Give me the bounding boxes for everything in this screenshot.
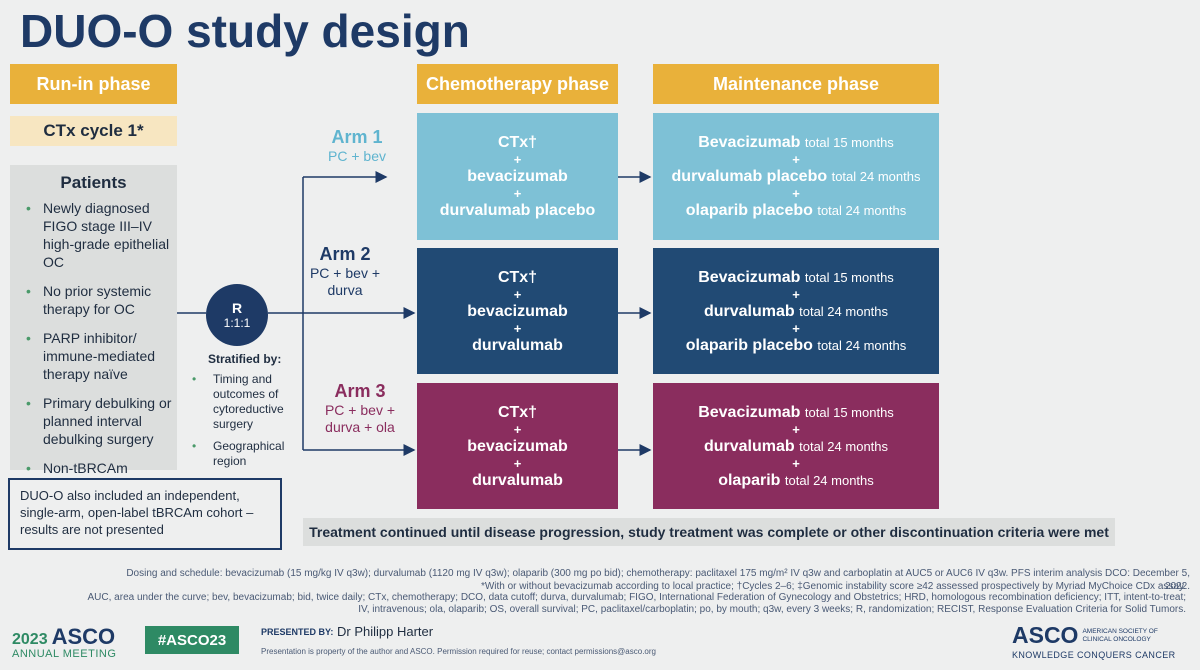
arm-name: Arm 1 bbox=[331, 127, 383, 147]
ctx-cycle-label: CTx cycle 1* bbox=[10, 116, 177, 146]
hashtag-badge: #ASCO23 bbox=[145, 626, 239, 654]
chemo-line: durvalumab placebo bbox=[439, 202, 596, 219]
maint-duration: total 15 months bbox=[804, 269, 894, 285]
presented-by-label: PRESENTED BY: bbox=[261, 627, 334, 637]
arm-1-label: Arm 1 PC + bev bbox=[310, 127, 404, 165]
maint-drug: olaparib bbox=[718, 471, 781, 489]
arm-2-maint-box: Bevacizumab total 15 months + durvalumab… bbox=[653, 248, 939, 374]
maint-duration: total 24 months bbox=[784, 472, 874, 488]
plus-sign: + bbox=[513, 186, 522, 201]
treatment-continued-bar: Treatment continued until disease progre… bbox=[303, 518, 1115, 546]
footnote-symbols: *With or without bevacizumab according t… bbox=[480, 581, 1186, 592]
meeting-year: 2023 bbox=[12, 631, 48, 648]
maint-drug: Bevacizumab bbox=[698, 134, 801, 151]
maint-duration: total 24 months bbox=[817, 337, 907, 353]
patients-panel: Patients Newly diagnosed FIGO stage III–… bbox=[10, 165, 177, 477]
plus-sign: + bbox=[792, 286, 800, 302]
logo-sub2: CLINICAL ONCOLOGY bbox=[1082, 635, 1151, 643]
arm-2-label: Arm 2 PC + bev + durva bbox=[300, 244, 390, 299]
maint-duration: total 15 months bbox=[804, 135, 894, 150]
patients-heading: Patients bbox=[60, 173, 127, 192]
arm-1-chemo-box: CTx† + bevacizumab + durvalumab placebo bbox=[417, 113, 618, 240]
maint-drug: Bevacizumab bbox=[698, 268, 801, 286]
plus-sign: + bbox=[513, 152, 522, 167]
maint-duration: total 24 months bbox=[831, 169, 921, 184]
patient-criterion: No prior systemic therapy for OC bbox=[18, 282, 177, 318]
maint-duration: total 24 months bbox=[799, 303, 889, 319]
runin-phase-header: Run-in phase bbox=[10, 64, 177, 104]
maint-drug: durvalumab placebo bbox=[671, 168, 828, 185]
chemo-line: durvalumab bbox=[472, 471, 563, 489]
chemo-line: CTx† bbox=[497, 268, 538, 286]
arm-desc: PC + bev + durva bbox=[309, 265, 381, 298]
meeting-asco: ASCO bbox=[51, 624, 116, 649]
plus-sign: + bbox=[792, 421, 800, 437]
slide-title: DUO-O study design bbox=[20, 5, 470, 57]
meeting-annual: ANNUAL MEETING bbox=[12, 648, 117, 660]
maint-drug: olaparib placebo bbox=[685, 202, 813, 219]
plus-sign: + bbox=[792, 152, 800, 167]
maint-phase-header: Maintenance phase bbox=[653, 64, 939, 104]
logo-asco: ASCO bbox=[1012, 622, 1079, 648]
chemo-line: bevacizumab bbox=[467, 302, 568, 320]
plus-sign: + bbox=[513, 455, 522, 471]
maint-drug: durvalumab bbox=[703, 302, 795, 320]
footnote-dosing: Dosing and schedule: bevacizumab (15 mg/… bbox=[126, 568, 1190, 592]
maint-drug: durvalumab bbox=[703, 437, 795, 455]
patient-criterion: PARP inhibitor/ immune-mediated therapy … bbox=[18, 329, 177, 383]
maint-drug: Bevacizumab bbox=[698, 403, 801, 421]
chemo-line: bevacizumab bbox=[467, 437, 568, 455]
patient-criterion: Primary debulking or planned interval de… bbox=[18, 394, 177, 448]
arm-3-maint-box: Bevacizumab total 15 months + durvalumab… bbox=[653, 383, 939, 509]
patient-criterion: Newly diagnosed FIGO stage III–IV high-g… bbox=[18, 199, 177, 271]
maint-drug: olaparib placebo bbox=[685, 336, 813, 354]
maint-duration: total 15 months bbox=[804, 404, 894, 420]
arm-3-chemo-box: CTx† + bevacizumab + durvalumab bbox=[417, 383, 618, 509]
plus-sign: + bbox=[792, 186, 800, 201]
plus-sign: + bbox=[513, 421, 522, 437]
randomization-ratio: 1:1:1 bbox=[223, 316, 251, 330]
arm-desc: PC + bev bbox=[328, 148, 386, 164]
cohort-note: DUO-O also included an independent, sing… bbox=[8, 478, 282, 550]
plus-sign: + bbox=[792, 320, 800, 336]
asco-meeting-logo: 2023 ASCO ANNUAL MEETING bbox=[12, 624, 137, 660]
chemo-line: bevacizumab bbox=[467, 168, 568, 185]
arm-name: Arm 3 bbox=[334, 381, 386, 401]
asco-society-logo: ASCO AMERICAN SOCIETY OF CLINICAL ONCOLO… bbox=[1012, 622, 1194, 660]
footnote-abbrev-2: IV, intravenous; ola, olaparib; OS, over… bbox=[358, 604, 1186, 615]
plus-sign: + bbox=[513, 286, 522, 302]
maint-duration: total 24 months bbox=[817, 203, 907, 218]
patient-criterion: Non-tBRCAm bbox=[18, 459, 177, 477]
disclaimer: Presentation is property of the author a… bbox=[261, 647, 656, 656]
randomization-label: R bbox=[231, 300, 243, 316]
arm-2-chemo-box: CTx† + bevacizumab + durvalumab bbox=[417, 248, 618, 374]
plus-sign: + bbox=[513, 320, 522, 336]
arm-desc: PC + bev + durva + ola bbox=[324, 402, 396, 435]
logo-sub1: AMERICAN SOCIETY OF bbox=[1082, 627, 1158, 635]
chemo-line: CTx† bbox=[497, 403, 538, 421]
logo-tagline: KNOWLEDGE CONQUERS CANCER bbox=[1012, 650, 1176, 660]
plus-sign: + bbox=[792, 455, 800, 471]
randomization-node: R 1:1:1 bbox=[206, 284, 268, 346]
arm-1-maint-box: Bevacizumab total 15 months + durvalumab… bbox=[653, 113, 939, 240]
presenter-name: Dr Philipp Harter bbox=[337, 624, 434, 639]
stratification-panel: Stratified by: Timing and outcomes of cy… bbox=[188, 352, 296, 476]
stratified-heading: Stratified by: bbox=[208, 352, 282, 366]
chemo-line: CTx† bbox=[497, 134, 538, 151]
chemo-phase-header: Chemotherapy phase bbox=[417, 64, 618, 104]
strat-factor: Timing and outcomes of cytoreductive sur… bbox=[188, 372, 296, 432]
footnote-abbrev-1: AUC, area under the curve; bev, bevacizu… bbox=[87, 592, 1186, 603]
strat-factor: Geographical region bbox=[188, 439, 296, 469]
maint-duration: total 24 months bbox=[799, 438, 889, 454]
arm-name: Arm 2 bbox=[319, 244, 371, 264]
arm-3-label: Arm 3 PC + bev + durva + ola bbox=[312, 381, 408, 436]
chemo-line: durvalumab bbox=[472, 336, 563, 354]
